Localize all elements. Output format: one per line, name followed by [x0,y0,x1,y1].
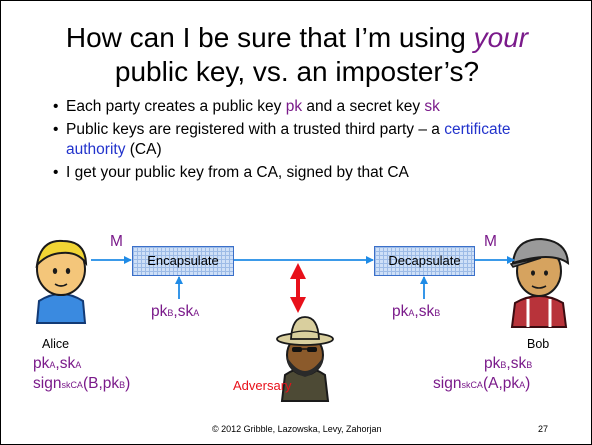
message-label-right: M [484,233,497,250]
alice-avatar-icon [35,239,88,324]
message-label-left: M [110,233,123,250]
bob-avatar-icon [509,237,570,328]
decapsulate-keys: pkA,skB [392,303,441,320]
bob-keys: pkB,skB [484,355,533,372]
alice-keys: pkA,skA [33,355,82,372]
bullet-list: Each party creates a public key pk and a… [53,97,573,186]
bullet-3: I get your public key from a CA, signed … [53,163,573,183]
certificate-authority-term: certificate authority [66,121,511,158]
footer-credit: © 2012 Gribble, Lazowska, Levy, Zahorjan [212,424,382,434]
adversary-avatar-icon [276,316,334,402]
bob-name: Bob [527,337,550,351]
alice-signed-cert: signskCA(B,pkB) [33,375,131,392]
encapsulate-box: Encapsulate [132,246,234,276]
bob-signed-cert: signskCA(A,pkA) [433,375,531,392]
bullet-1: Each party creates a public key pk and a… [53,97,573,117]
alice-name: Alice [42,337,70,351]
slide-title: How can I be sure that I’m using your pu… [65,22,529,87]
encapsulate-keys: pkB,skA [151,303,200,320]
adversary-label: Adversary [233,378,292,393]
adversary-arrow-head-up [290,263,306,279]
title-emphasis: your [473,22,529,53]
decapsulate-box: Decapsulate [374,246,475,276]
page-number: 27 [538,424,549,434]
adversary-arrow-head-down [290,297,306,313]
bullet-2: Public keys are registered with a truste… [53,120,573,160]
